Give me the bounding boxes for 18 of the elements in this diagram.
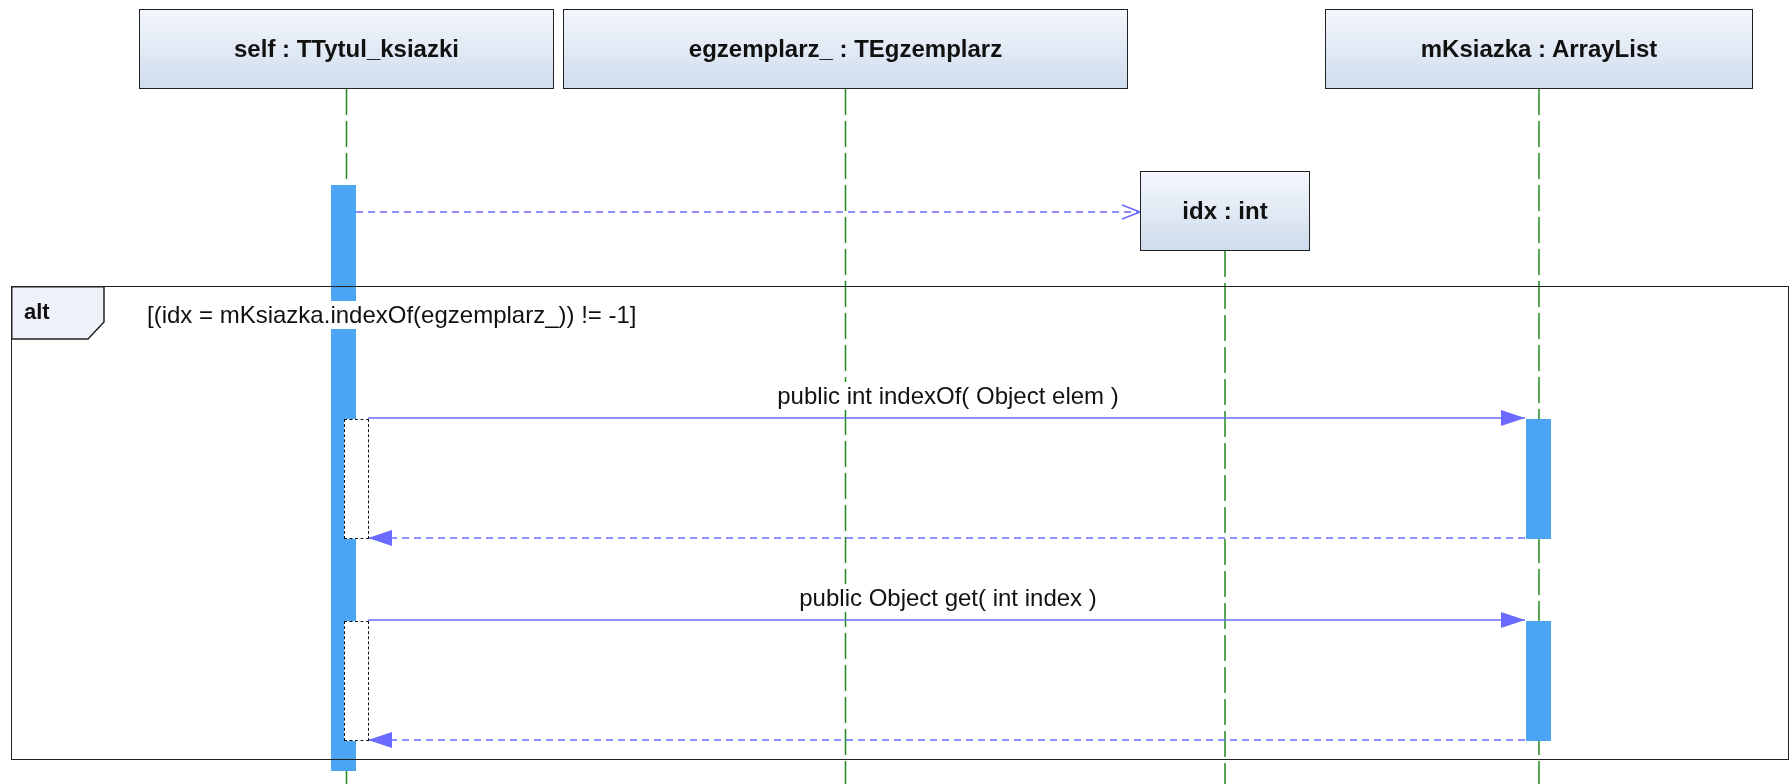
object-name: mKsiazka : ArrayList bbox=[1420, 35, 1658, 63]
execution-box bbox=[344, 621, 369, 741]
return-arrow bbox=[367, 530, 1526, 546]
object-name: egzemplarz_ : TEgzemplarz bbox=[688, 35, 1003, 63]
return-arrow bbox=[355, 204, 1141, 220]
object-name: idx : int bbox=[1182, 197, 1268, 225]
object-name: self : TTytul_ksiazki bbox=[234, 35, 459, 63]
execution-box bbox=[344, 419, 369, 539]
message-arrow bbox=[367, 410, 1526, 426]
activation-bar bbox=[1526, 621, 1551, 741]
message-arrow bbox=[367, 612, 1526, 628]
activation-bar bbox=[1526, 419, 1551, 539]
return-arrow bbox=[367, 732, 1526, 748]
lifeline-head-box bbox=[1325, 9, 1753, 89]
lifeline-head-box bbox=[139, 9, 554, 89]
lifeline-head-box bbox=[563, 9, 1128, 89]
operator-label: alt bbox=[24, 299, 50, 325]
lifeline-head-box bbox=[1140, 171, 1310, 251]
